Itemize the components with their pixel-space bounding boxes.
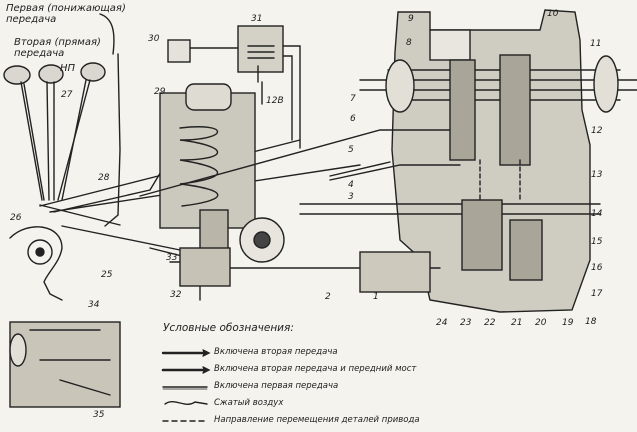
valve-block xyxy=(167,25,301,149)
air-cylinder xyxy=(159,83,285,263)
part-number: 2 xyxy=(325,292,331,302)
part-number: 13 xyxy=(591,170,603,180)
part-number: 22 xyxy=(484,318,496,328)
part-number: 16 xyxy=(591,263,603,273)
part-number: 8 xyxy=(406,38,412,48)
part-number: 34 xyxy=(88,300,100,310)
part-number: 30 xyxy=(148,34,160,44)
part-number: 32 xyxy=(170,290,182,300)
part-number: 33 xyxy=(166,253,178,263)
part-number: 23 xyxy=(460,318,472,328)
part-number: 20 xyxy=(535,318,547,328)
part-number: 35 xyxy=(93,410,105,420)
legend-item: Включена вторая передача и передний мост xyxy=(214,364,417,374)
part-number: 15 xyxy=(591,237,603,247)
part-number: 27 xyxy=(61,90,73,100)
gearbox-housing xyxy=(299,9,637,313)
legend-title: Условные обозначения: xyxy=(163,322,294,334)
part-number: 17 xyxy=(591,289,603,299)
part-number: 11 xyxy=(590,39,602,49)
part-number: 12В xyxy=(266,96,284,106)
legend-symbols xyxy=(161,349,211,422)
part-number: 28 xyxy=(98,173,110,183)
part-number: 10 xyxy=(547,9,559,19)
part-number: 3 xyxy=(348,192,354,202)
first-gear-caption: Первая (понижающая) передача xyxy=(6,3,126,25)
part-number: 19 xyxy=(562,318,574,328)
part-number: 29 xyxy=(154,87,166,97)
inset-unit xyxy=(9,321,121,408)
second-gear-caption: Вторая (прямая) передача xyxy=(14,37,101,59)
legend-item: Сжатый воздух xyxy=(214,398,284,408)
part-number: 4 xyxy=(348,180,354,190)
part-number: 12 xyxy=(591,126,603,136)
part-number: 7 xyxy=(350,94,356,104)
control-rods xyxy=(139,129,461,301)
part-number: 14 xyxy=(591,209,603,219)
part-number: 31 xyxy=(251,14,263,24)
legend-item: Включена вторая передача xyxy=(214,347,338,357)
part-number: 24 xyxy=(436,318,448,328)
neutral-caption: НП xyxy=(60,63,76,74)
part-number: 26 xyxy=(10,213,22,223)
part-number: 21 xyxy=(511,318,523,328)
shift-levers xyxy=(3,13,121,227)
part-number: 5 xyxy=(348,145,354,155)
part-number: 9 xyxy=(408,14,414,24)
legend-item: Направление перемещения деталей привода xyxy=(214,415,420,425)
part-number: 25 xyxy=(101,270,113,280)
part-number: 18 xyxy=(585,317,597,327)
part-number: 1 xyxy=(373,292,379,302)
part-number: 6 xyxy=(350,114,356,124)
legend-item: Включена первая передача xyxy=(214,381,339,391)
